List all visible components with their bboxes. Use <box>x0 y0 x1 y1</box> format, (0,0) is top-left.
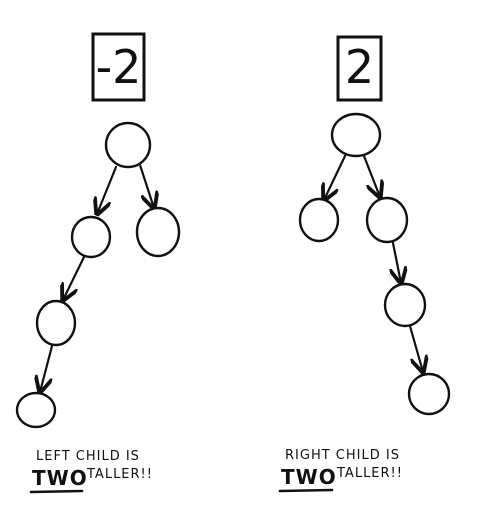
left-edge-grandchild-to-great-grandchild <box>40 344 54 392</box>
right-balance-box <box>336 35 383 102</box>
right-balance-factor: 2 <box>345 40 374 94</box>
left-balance-box <box>91 32 146 102</box>
right-caption-emphasis: TWO <box>281 465 337 489</box>
right-edge-grandchild-to-great-grandchild <box>408 324 423 372</box>
left-edge-root-to-left-child <box>97 165 118 214</box>
left-grandchild-node <box>35 299 77 347</box>
left-right-child-node <box>135 206 181 258</box>
left-tree: -2 LEFT CHILD IS TWO TALLER!! <box>15 32 181 494</box>
right-tree: 2 RIGHT CHILD IS TWO TALLER!! <box>278 35 451 493</box>
right-caption-underline <box>278 488 334 493</box>
left-root-node <box>104 121 152 169</box>
right-edge-right-child-to-grandchild <box>393 241 401 283</box>
left-caption-line1: LEFT CHILD IS <box>36 449 140 464</box>
left-left-child-node <box>70 215 112 259</box>
right-right-child-node <box>365 196 409 244</box>
right-edge-root-to-right-child <box>362 154 380 197</box>
right-caption-line2: TALLER!! <box>336 466 403 481</box>
right-edge-root-to-left-child <box>324 154 347 200</box>
left-great-grandchild-node <box>15 391 57 429</box>
right-left-child-node <box>298 197 340 243</box>
right-root-node <box>330 112 382 158</box>
left-edge-root-to-right-child <box>138 163 154 208</box>
right-caption-line1: RIGHT CHILD IS <box>285 448 400 463</box>
left-balance-factor: -2 <box>96 40 142 94</box>
left-caption-emphasis: TWO <box>32 466 88 490</box>
left-caption-underline <box>29 489 84 494</box>
right-grandchild-node <box>383 282 427 328</box>
left-caption-line2: TALLER!! <box>86 467 153 482</box>
left-edge-left-child-to-grandchild <box>63 255 86 300</box>
right-great-grandchild-node <box>407 372 451 416</box>
